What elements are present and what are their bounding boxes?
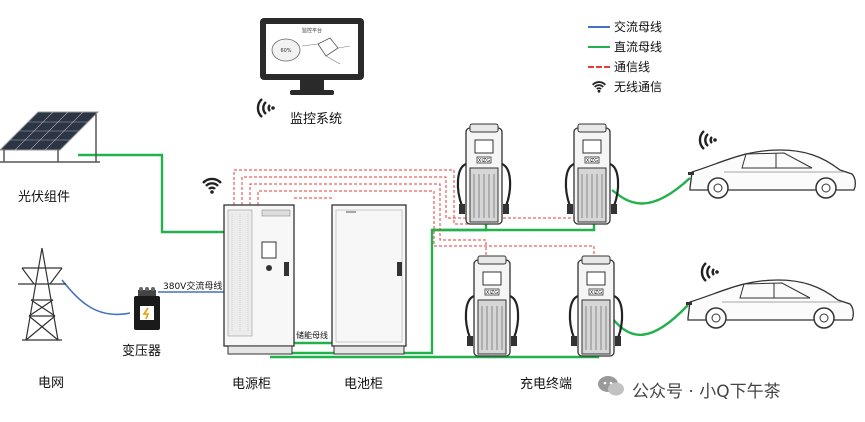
screen-soc: 60% (280, 48, 291, 54)
legend-label-wireless: 无线通信 (614, 80, 663, 94)
dc-line-to-charger-2 (432, 222, 596, 232)
charger-1 (456, 122, 512, 226)
wechat-icon (598, 376, 624, 396)
ac-bus-lines (61, 279, 224, 316)
charger-3 (464, 254, 520, 358)
label-transformer: 变压器 (122, 344, 162, 359)
pv-panel (0, 111, 100, 163)
grid-tower (18, 247, 66, 341)
charge-cable-1 (611, 177, 691, 205)
wifi-icon-car-2 (700, 261, 720, 283)
label-pv: 光伏组件 (18, 190, 71, 205)
label-monitor: 监控系统 (290, 112, 343, 127)
legend-label-ac: 交流母线 (614, 20, 663, 34)
ev-car-2 (685, 279, 855, 329)
label-charger: 充电终端 (520, 377, 573, 392)
legend-swatch-comm (588, 66, 610, 68)
power-cabinet (201, 177, 295, 355)
charge-cable-2 (611, 304, 689, 337)
battery-cabinet (331, 204, 407, 355)
wifi-icon (592, 81, 606, 93)
charger-4 (568, 254, 624, 358)
watermark-text: 公众号 · 小Q下午茶 (632, 382, 781, 402)
wifi-icon-car-1 (698, 129, 718, 151)
charger-2 (564, 122, 620, 226)
legend-swatch-ac (588, 26, 610, 28)
comm-line-3 (249, 183, 487, 258)
legend-label-dc: 直流母线 (614, 40, 663, 54)
dc-line-pv (78, 153, 224, 234)
label-storage-bus: 储能母线 (296, 331, 328, 340)
legend-label-comm: 通信线 (614, 60, 651, 74)
screen-title: 监控平台 (302, 27, 322, 34)
label-ac-bus-380: 380V交流母线 (163, 282, 223, 292)
wifi-icon-monitor (256, 97, 276, 119)
comm-line-1 (233, 169, 486, 225)
ev-car-1 (687, 149, 857, 199)
label-battery-cabinet: 电池柜 (344, 377, 384, 392)
ac-line-grid (61, 279, 131, 316)
transformer-unit (134, 287, 160, 330)
monitor-system: 监控平台 60% (260, 18, 364, 95)
label-power-cabinet: 电源柜 (232, 377, 272, 392)
legend-swatch-dc (588, 46, 610, 48)
comm-line-4 (257, 190, 595, 258)
label-grid: 电网 (38, 376, 65, 391)
